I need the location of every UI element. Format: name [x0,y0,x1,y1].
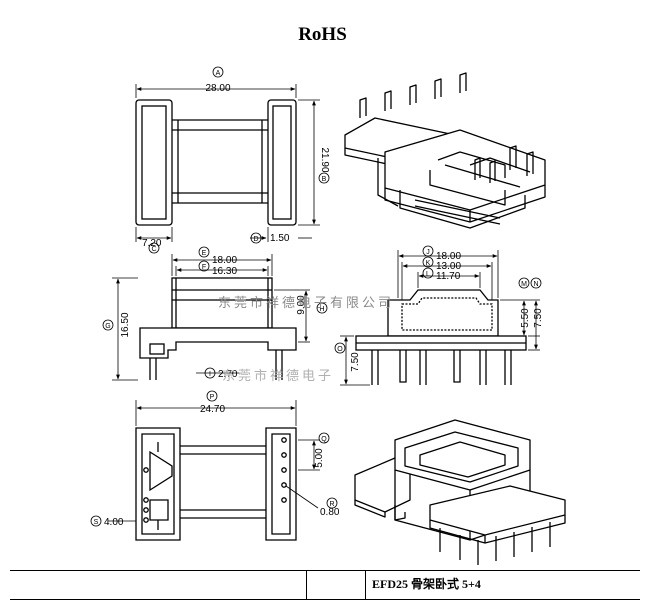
marker-c: C [148,242,160,254]
marker-i: I [204,367,216,379]
iso-view-bottom [354,419,566,565]
dim-side-5-50: 5.50 [520,308,531,328]
top-view [135,84,320,242]
svg-text:A: A [216,70,221,77]
bottom-view [108,400,320,541]
part-name: EFD25 骨架卧式 5+4 [372,577,481,591]
marker-a: A [212,66,224,78]
svg-text:E: E [202,250,207,257]
dim-pin-pitch: 5.00 [314,448,325,468]
dim-front-outer: 18.00 [212,255,237,266]
svg-text:R: R [329,501,334,508]
svg-text:F: F [202,264,206,271]
svg-text:B: B [322,176,327,183]
watermark-line-1: 东莞市祥德电子有限公司 [218,295,394,310]
front-view [112,254,310,381]
svg-text:H: H [319,306,324,313]
svg-text:P: P [210,394,215,401]
dim-top-height: 21.90 [319,147,330,172]
dim-top-width: 28.00 [205,83,230,94]
svg-text:L: L [426,271,430,278]
dim-pin-dia: 0.80 [320,507,340,518]
marker-d: D [250,232,262,244]
marker-o: O [334,342,346,354]
svg-text:N: N [533,281,538,288]
dim-front-total-height: 16.50 [120,312,131,337]
dim-front-pin-offset: 2.70 [218,369,238,380]
svg-text:M: M [521,281,527,288]
dim-right-flange: 1.50 [270,233,290,244]
dim-front-inner: 16.30 [212,266,237,277]
dim-front-body-height: 9.00 [296,295,307,315]
svg-text:J: J [426,249,430,256]
marker-g: G [102,319,114,331]
svg-text:I: I [209,371,211,378]
title-block: EFD25 骨架卧式 5+4 [10,570,640,600]
svg-text:G: G [105,323,110,330]
marker-e: E [198,246,210,258]
marker-j: J [422,245,434,257]
dim-side-7-50: 7.50 [533,308,544,328]
side-view [340,250,540,386]
dim-side-width-3: 11.70 [436,271,461,282]
svg-text:K: K [426,260,431,267]
svg-text:Q: Q [321,436,327,443]
dim-side-width-2: 13.00 [436,261,461,272]
rohs-label: RoHS [298,24,347,45]
marker-s: S [90,515,102,527]
marker-r: R [326,497,338,509]
svg-text:S: S [94,519,99,526]
marker-b: B [318,172,330,184]
watermark-line-2: 东莞市祥德电子 [222,368,334,383]
svg-text:D: D [253,236,258,243]
marker-m: M [518,277,530,289]
dim-side-pin-length: 7.50 [350,352,361,372]
title-divider-2 [365,571,366,599]
dim-bottom-width: 24.70 [200,404,225,415]
marker-q: Q [318,432,330,444]
marker-n: N [530,277,542,289]
marker-f: F [198,260,210,272]
dim-pin-spacing: 4.00 [104,517,124,528]
iso-view-top [344,72,546,229]
marker-l: L [422,267,434,279]
marker-p: P [206,390,218,402]
title-divider-1 [306,571,307,599]
svg-text:O: O [337,346,343,353]
svg-text:C: C [151,246,156,253]
marker-k: K [422,256,434,268]
dim-side-width-1: 18.00 [436,251,461,262]
marker-h: H [316,302,328,314]
